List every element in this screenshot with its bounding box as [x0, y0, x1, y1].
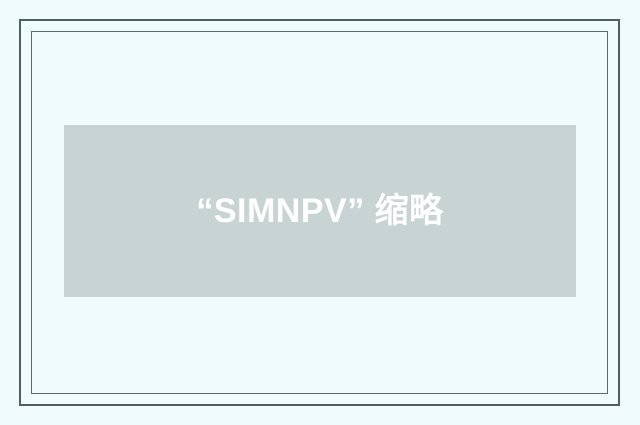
placeholder-caption-text: “SIMNPV” 缩略 [196, 191, 444, 230]
image-placeholder-block: “SIMNPV” 缩略 [64, 125, 576, 297]
